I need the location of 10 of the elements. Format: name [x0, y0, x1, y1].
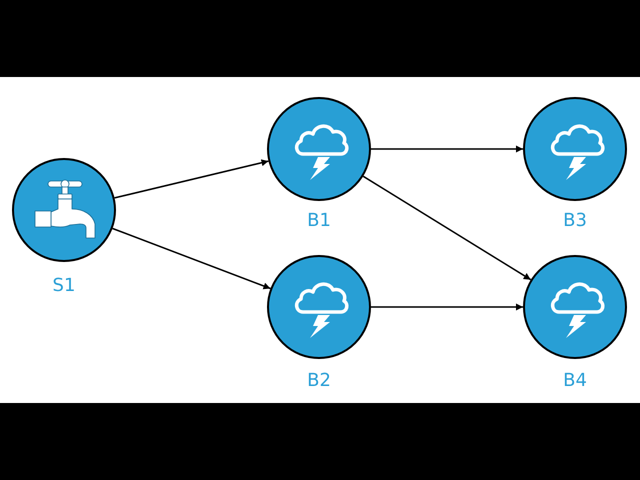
node-label: B2 — [307, 370, 331, 392]
arrow — [114, 159, 269, 199]
node-label: B4 — [563, 370, 587, 392]
arrow — [371, 304, 523, 310]
node-label: B1 — [307, 210, 331, 232]
node-label: S1 — [52, 275, 76, 297]
node-label: B3 — [563, 210, 587, 232]
arrow — [371, 146, 523, 152]
arrow — [362, 176, 532, 280]
arrow — [112, 228, 271, 290]
